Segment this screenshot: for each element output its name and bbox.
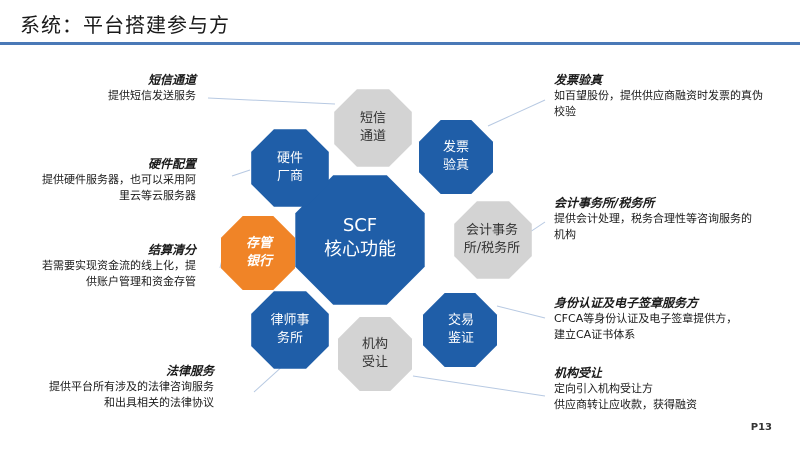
page-number: P13 (750, 422, 772, 433)
connector-line-1 (231, 169, 251, 177)
center-octagon (295, 175, 425, 305)
octagon-law (251, 291, 329, 369)
octagon-accounting (454, 201, 532, 279)
label-accounting: 会计事务所/税务所 提供会计处理，税务合理性等咨询服务的 机构 (554, 196, 752, 241)
center-line-2: 核心功能 (324, 239, 396, 260)
label-hardware: 硬件配置 提供硬件服务器，也可以采用阿 里云等云服务器 (42, 157, 196, 202)
label-agency: 机构受让 定向引入机构受让方 供应商转让应收款，获得融资 (554, 366, 697, 411)
node-invoice-label: 发票验真 (442, 140, 469, 173)
label-sms: 短信通道 提供短信发送服务 (108, 73, 196, 102)
page-title: 系统：平台搭建参与方 (20, 13, 230, 37)
node-sms-label: 短信通道 (359, 111, 386, 144)
connector-line-5 (529, 221, 546, 233)
center-node-label: SCF 核心功能 (302, 214, 418, 262)
octagon-agency (338, 317, 412, 391)
octagon-trade (423, 293, 497, 367)
connector-line-6 (496, 305, 546, 319)
octagon-hardware (251, 129, 329, 207)
header-bar: 系统：平台搭建参与方 (0, 0, 800, 40)
center-line-1: SCF (342, 215, 378, 236)
node-law-label: 律师事务所 (270, 313, 310, 346)
label-legal: 法律服务 提供平台所有涉及的法律咨询服务 和出具相关的法律协议 (49, 364, 214, 409)
connector-line-0 (207, 97, 336, 105)
octagon-bank (221, 216, 295, 290)
node-accounting-label: 会计事务所/税务所 (463, 223, 521, 256)
octagon-sms (334, 89, 412, 167)
title-underline (0, 42, 800, 45)
octagon-invoice (419, 120, 493, 194)
octagon-nodes (221, 89, 532, 391)
node-trade-label: 交易鉴证 (447, 313, 474, 346)
node-hardware-label: 硬件厂商 (276, 151, 303, 184)
label-identity: 身份认证及电子签章服务方 CFCA等身份认证及电子签章提供方， 建立CA证书体系 (554, 296, 738, 341)
label-settlement: 结算清分 若需要实现资金流的线上化，提 供账户管理和资金存管 (42, 243, 196, 288)
connector-line-4 (487, 99, 546, 127)
node-bank-label: 存管银行 (245, 236, 272, 269)
node-agency-label: 机构受让 (361, 337, 388, 370)
label-invoice: 发票验真 如百望股份，提供供应商融资时发票的真伪 校验 (554, 73, 763, 118)
connector-line-7 (412, 375, 546, 397)
